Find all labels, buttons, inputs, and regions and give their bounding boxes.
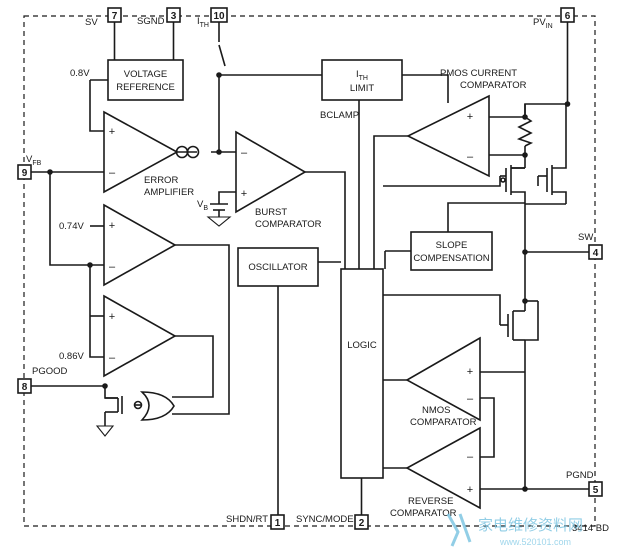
logic-block: LOGIC [340,268,384,479]
pin-vfb: VFB 9 [17,154,42,180]
label-reverse-comparator: REVERSE [408,496,453,507]
watermark: 家电维修资料网 www.520101.com [446,513,583,547]
voltage-reference-block: VOLTAGE REFERENCE [107,59,184,101]
pin-sync-mode-number: 2 [359,518,365,529]
wiring [31,22,589,515]
pin-sw-name: SW [578,232,593,243]
pin-vfb-number: 9 [22,168,28,179]
oscillator-block: OSCILLATOR [237,247,319,287]
pin-shdn-rt-number: 1 [275,518,281,529]
label-bclamp: BCLAMP [320,110,359,121]
svg-text:+: + [467,484,473,496]
svg-text:–: – [467,393,474,405]
label-burst-comparator-2: COMPARATOR [255,219,322,230]
upper-comparator: + – [103,203,177,287]
slope-compensation-block: SLOPE COMPENSATION [410,231,493,271]
svg-text:+: + [467,111,473,123]
label-pmos-comparator: PMOS CURRENT [440,68,517,79]
svg-text:+: + [467,366,473,378]
svg-text:+: + [109,126,115,138]
svg-text:+: + [109,220,115,232]
pmos-current-comparator: + – [406,94,490,178]
pin-pgood: PGOOD 8 [17,366,68,394]
pin-shdn-rt-name: SHDN/RT [226,514,268,525]
pin-ith-number: 10 [213,11,225,22]
svg-text:OSCILLATOR: OSCILLATOR [248,262,307,273]
svg-text:–: – [241,147,248,159]
label-nmos-comparator-2: COMPARATOR [410,417,477,428]
burst-comparator: – + [235,130,307,214]
pin-pvin-number: 6 [565,11,571,22]
pin-pvin: PVIN 6 [533,7,575,30]
pin-pgnd-number: 5 [593,485,599,496]
pin-sync-mode-name: SYNC/MODE [296,514,354,525]
label-0-86v: 0.86V [59,351,84,362]
nmos-comparator: + – [405,336,481,422]
label-vb: VB [197,199,208,212]
svg-text:–: – [467,151,474,163]
label-error-amplifier: ERROR [144,175,178,186]
svg-text:–: – [109,167,116,179]
label-pmos-comparator-2: COMPARATOR [460,80,527,91]
sense-resistor [516,116,534,147]
svg-text:–: – [109,261,116,273]
pmos-sense-transistor [500,165,526,198]
svg-text:+: + [109,311,115,323]
watermark-site: 家电维修资料网 [478,517,583,534]
reverse-comparator: – + [405,426,481,510]
pin-ith: ITH 10 [197,7,228,29]
label-0-8v: 0.8V [70,68,90,79]
svg-text:LOGIC: LOGIC [347,340,377,351]
pgood-or-gate [133,391,175,421]
pin-sgnd-number: 3 [171,11,177,22]
ith-limit-block: ITH LIMIT [321,59,403,101]
svg-text:VOLTAGE: VOLTAGE [124,69,167,80]
pin-pgnd-name: PGND [566,470,594,481]
pin-svin-name: SV [85,17,98,28]
pgood-nmos [95,396,123,437]
pin-svin-number: 7 [112,11,118,22]
part-code: 3414 BD [572,523,609,534]
pin-svin: SV 7 [85,7,122,28]
pmos-power-transistor [525,165,567,205]
pin-sw-number: 4 [593,248,599,259]
svg-text:+: + [241,188,247,200]
watermark-url: www.520101.com [499,537,571,547]
svg-text:REFERENCE: REFERENCE [116,82,175,93]
pin-pgood-number: 8 [22,382,28,393]
pin-sgnd-name: SGND [137,16,165,27]
error-amplifier: + – [103,110,200,194]
label-0-74v: 0.74V [59,221,84,232]
lower-comparator: + – [103,294,177,378]
vb-source [206,203,232,227]
nmos-power-transistor [500,310,525,341]
pin-sync-mode: SYNC/MODE 2 [296,514,369,530]
pin-pgnd: PGND 5 [566,470,603,497]
pin-shdn-rt: SHDN/RT 1 [226,514,285,530]
junctions [47,72,571,492]
svg-text:SLOPE: SLOPE [436,240,468,251]
label-error-amplifier-2: AMPLIFIER [144,187,194,198]
label-reverse-comparator-2: COMPARATOR [390,508,457,519]
pin-pvin-name: PVIN [533,17,553,30]
svg-text:LIMIT: LIMIT [350,83,374,94]
pin-sw: SW 4 [578,232,603,260]
svg-text:–: – [109,352,116,364]
svg-text:–: – [467,451,474,463]
pin-pgood-name: PGOOD [32,366,68,377]
pin-ith-name: ITH [197,16,209,29]
svg-text:ITH: ITH [356,69,368,82]
svg-text:COMPENSATION: COMPENSATION [413,253,489,264]
label-burst-comparator: BURST [255,207,287,218]
label-nmos-comparator: NMOS [422,405,451,416]
